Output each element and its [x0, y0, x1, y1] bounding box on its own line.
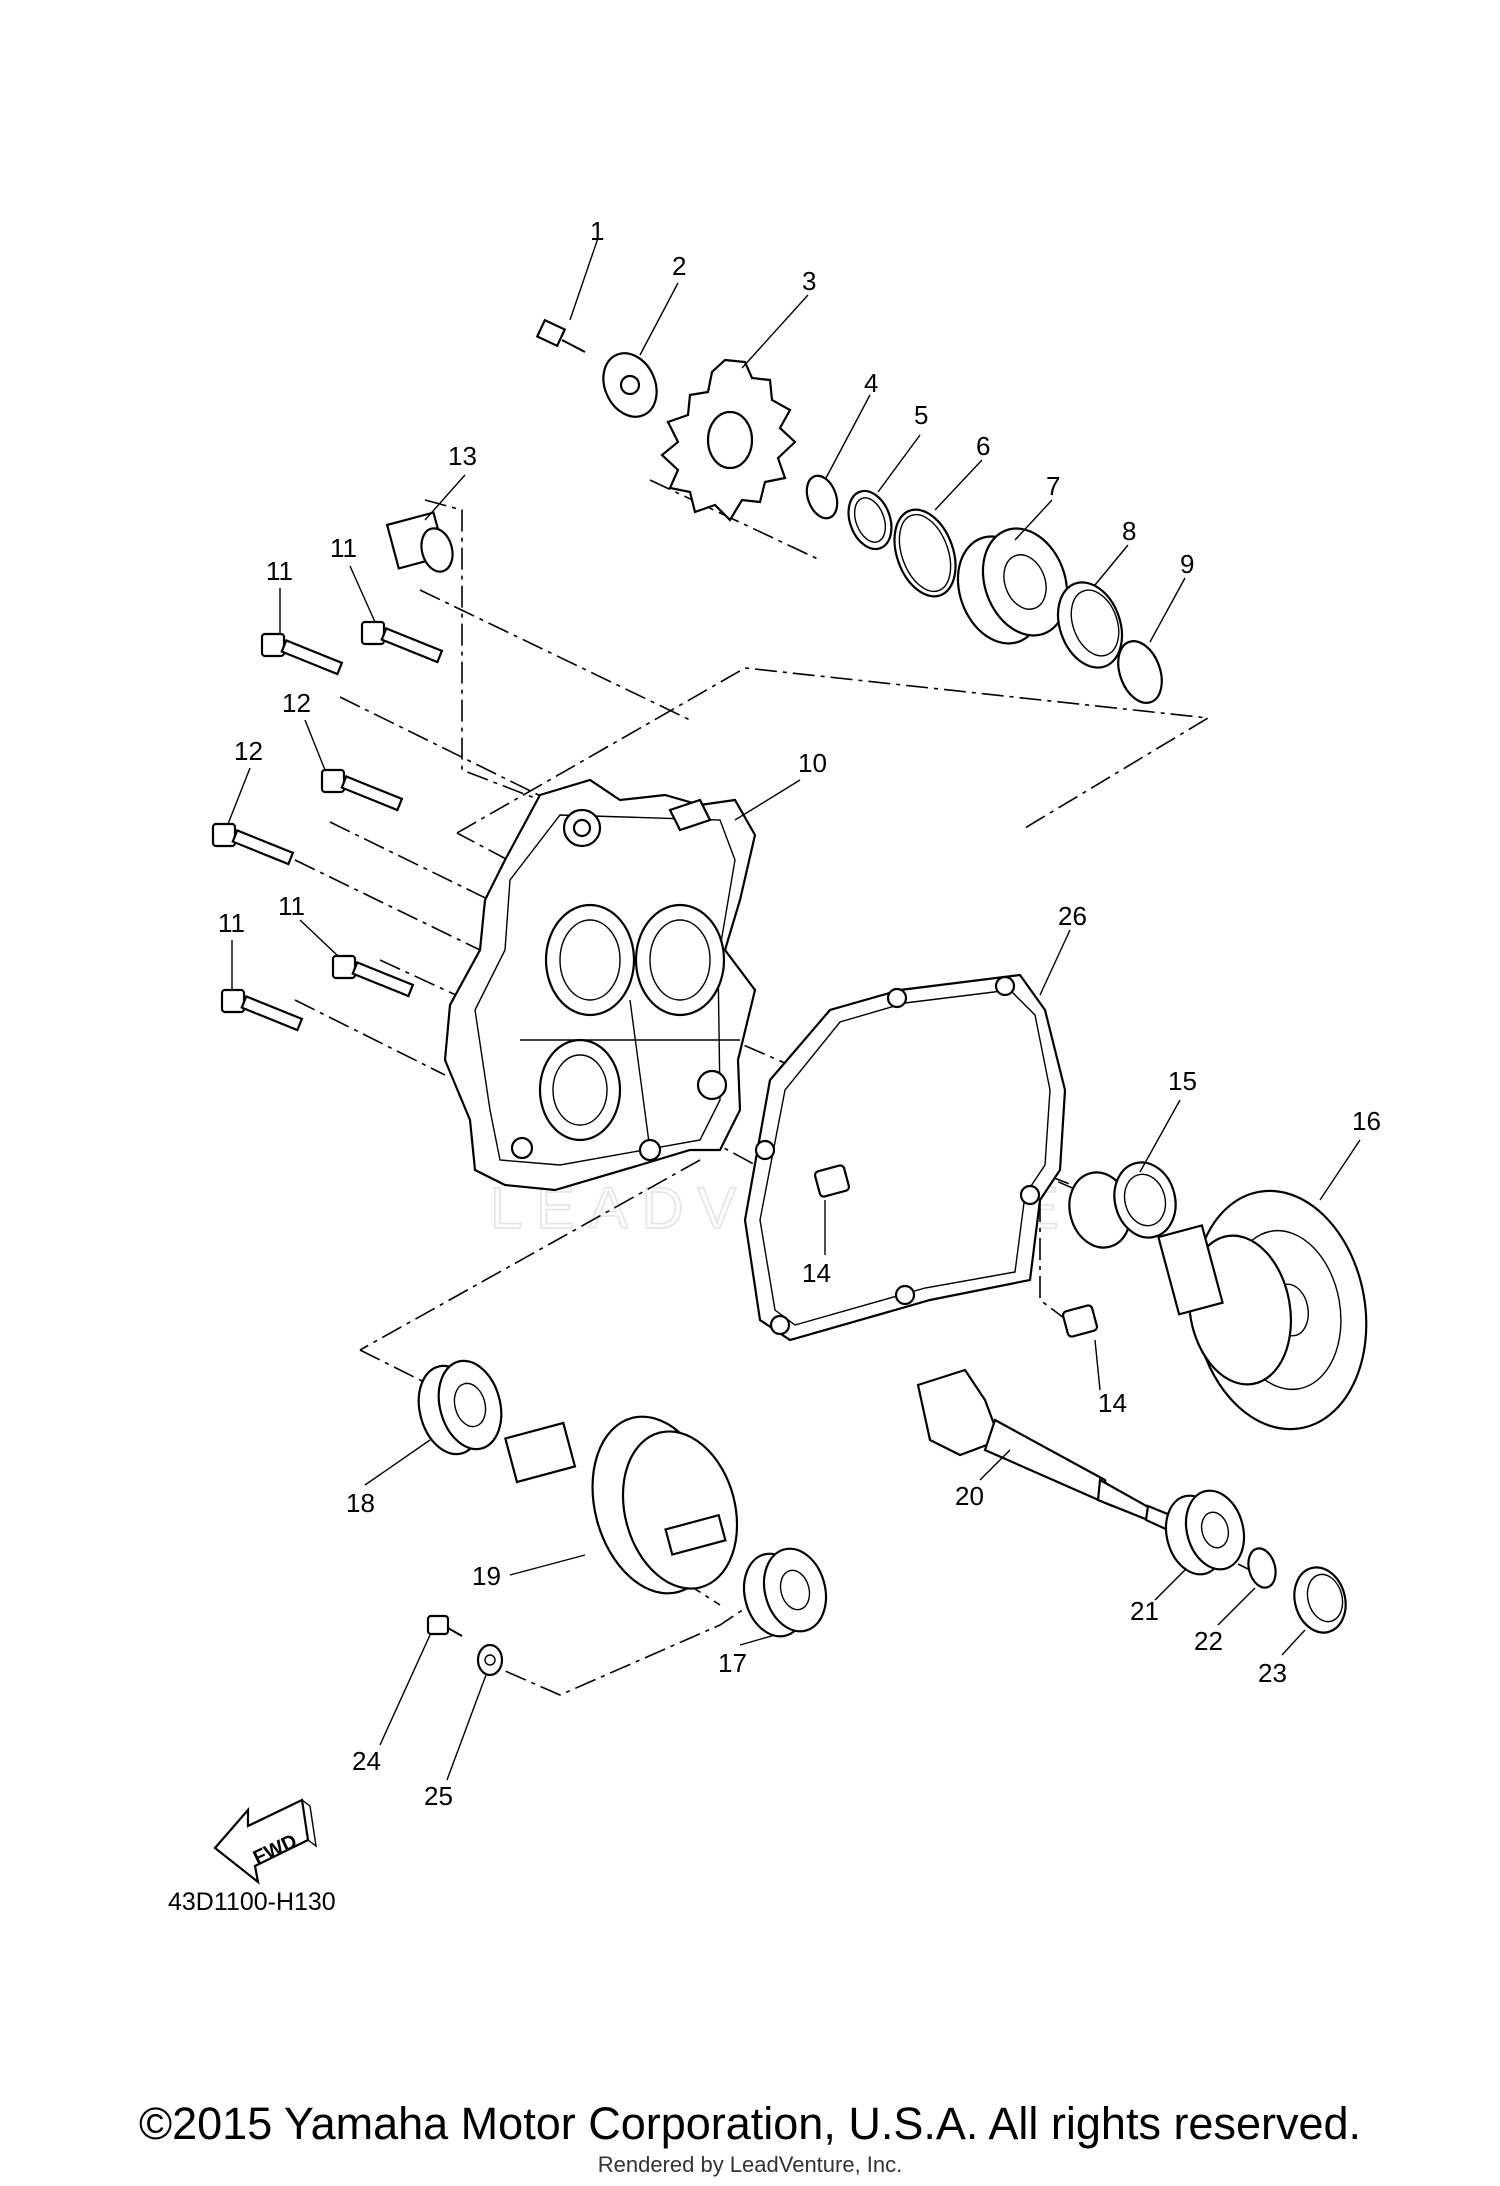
collar-13-icon [385, 511, 454, 573]
leader-lines [227, 237, 1361, 1781]
callout-10: 10 [798, 748, 827, 778]
callout-4: 4 [864, 368, 878, 398]
callout-15: 15 [1168, 1066, 1197, 1096]
circlip-4-icon [805, 474, 839, 520]
bolt-11-c-icon [331, 954, 415, 998]
callout-11-b: 11 [330, 533, 357, 563]
bearing-18-icon [417, 1359, 503, 1456]
circlip-6-icon [893, 508, 957, 598]
callout-20: 20 [955, 1481, 984, 1511]
bolt-12-a-icon [320, 768, 404, 812]
callout-22: 22 [1194, 1626, 1223, 1656]
callout-14-a: 14 [802, 1258, 831, 1288]
callout-24: 24 [352, 1746, 381, 1776]
callout-26: 26 [1058, 901, 1087, 931]
callout-13: 13 [448, 441, 477, 471]
copyright-notice: ©2015 Yamaha Motor Corporation, U.S.A. A… [138, 2098, 1362, 2149]
callout-23: 23 [1258, 1658, 1287, 1688]
callout-5: 5 [914, 400, 928, 430]
washer-5-icon [847, 489, 893, 551]
screw-24-icon [426, 1614, 463, 1637]
bearing-17-icon [742, 1547, 828, 1638]
gasket-26-icon [743, 973, 1067, 1342]
pinion-shaft-20-icon [916, 1368, 1172, 1532]
callout-8: 8 [1122, 516, 1136, 546]
callout-12-b: 12 [234, 736, 263, 766]
callout-labels: 1 2 3 4 5 6 7 8 9 10 11 11 11 11 12 12 1… [218, 216, 1381, 1811]
callout-11-c: 11 [278, 891, 305, 921]
callout-7: 7 [1046, 471, 1060, 501]
callout-1: 1 [590, 216, 604, 246]
callout-18: 18 [346, 1488, 375, 1518]
dowel-14-a-icon [813, 1164, 851, 1198]
sprocket-3-icon [660, 358, 797, 522]
bolt-11-a-icon [260, 632, 344, 676]
callout-6: 6 [976, 431, 990, 461]
bearing-7-icon [956, 527, 1069, 645]
callout-2: 2 [672, 251, 686, 281]
callout-14-b: 14 [1098, 1388, 1127, 1418]
bolt-1-icon [535, 318, 586, 353]
needle-bearing-15-icon [1068, 1161, 1177, 1249]
fwd-arrow-icon: FWD [213, 1798, 317, 1885]
case-cover-10-icon [443, 778, 757, 1192]
circlip-9-icon [1117, 640, 1163, 704]
callout-9: 9 [1180, 549, 1194, 579]
dowel-14-b-icon [1061, 1304, 1099, 1338]
bolt-11-d-icon [220, 988, 304, 1032]
gear-16-icon [1157, 1189, 1368, 1431]
bolt-11-b-icon [360, 620, 444, 664]
callout-19: 19 [472, 1561, 501, 1591]
callout-17: 17 [718, 1648, 747, 1678]
callout-21: 21 [1130, 1596, 1159, 1626]
gear-shaft-19-icon [503, 1415, 739, 1595]
diagram-code: 43D1100-H130 [168, 1888, 336, 1916]
callout-11-a: 11 [266, 556, 293, 586]
oil-seal-8-icon [1056, 581, 1124, 669]
callout-11-d: 11 [218, 908, 245, 938]
oil-seal-23-icon [1293, 1566, 1347, 1634]
bolt-12-b-icon [211, 822, 295, 866]
callout-3: 3 [802, 266, 816, 296]
circlip-22-icon [1247, 1547, 1277, 1589]
bearing-21-icon [1164, 1489, 1246, 1576]
rendered-by-notice: Rendered by LeadVenture, Inc. [597, 2152, 903, 2177]
callout-12-a: 12 [282, 688, 311, 718]
callout-25: 25 [424, 1781, 453, 1811]
washer-25-icon [476, 1643, 504, 1677]
lock-plate-2-icon [602, 352, 658, 418]
callout-16: 16 [1352, 1106, 1381, 1136]
